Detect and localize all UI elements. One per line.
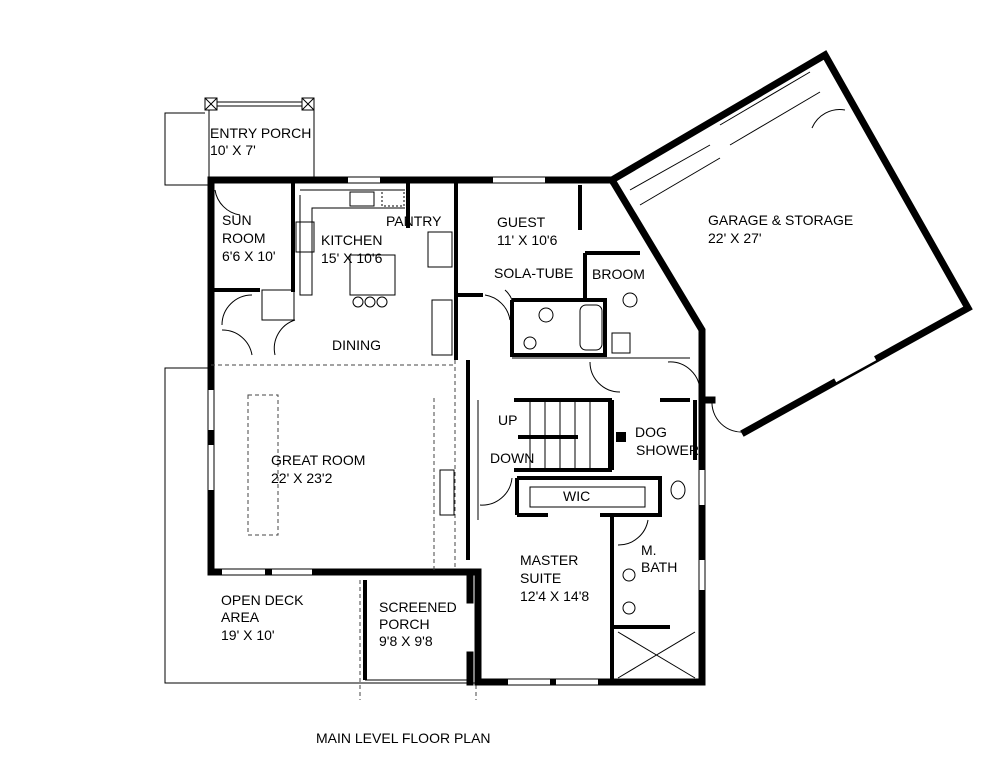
master-suite-label-2: SUITE	[520, 570, 562, 586]
dining-label: DINING	[332, 337, 381, 353]
open-deck-label-2: AREA	[221, 609, 260, 625]
entry-porch-size: 10' X 7'	[210, 142, 256, 158]
wic-label: WIC	[563, 488, 591, 504]
guest-size: 11' X 10'6	[497, 232, 558, 248]
master-bath-label-2: BATH	[641, 559, 678, 575]
pantry-label: PANTRY	[386, 213, 442, 229]
broom-label: BROOM	[592, 266, 645, 282]
sun-room-label: SUN	[222, 212, 252, 228]
garage-walls	[607, 50, 973, 437]
entry-porch-outline	[164, 97, 315, 186]
screened-porch-size: 9'8 X 9'8	[379, 633, 433, 649]
garage-size: 22' X 27'	[708, 230, 762, 246]
deck-outline	[164, 367, 475, 684]
master-suite-size: 12'4 X 14'8	[520, 588, 590, 604]
kitchen-label: KITCHEN	[321, 232, 383, 248]
dog-shower-label: DOG	[635, 424, 667, 440]
open-deck-size: 19' X 10'	[221, 627, 275, 643]
stairs-down-label: DOWN	[490, 450, 535, 466]
sun-room-size: 6'6 X 10'	[222, 248, 276, 264]
dog-shower-label-2: SHOWER	[636, 442, 699, 458]
interior-walls	[211, 180, 701, 682]
great-room-label: GREAT ROOM	[271, 452, 366, 468]
entry-porch-label: ENTRY PORCH	[210, 125, 312, 141]
master-bath-label: M.	[641, 542, 657, 558]
garage-label: GARAGE & STORAGE	[708, 212, 854, 228]
sola-tube-label: SOLA-TUBE	[494, 265, 574, 281]
stairs-up-label: UP	[498, 412, 518, 428]
kitchen-size: 15' X 10'6	[321, 250, 383, 266]
great-room-size: 22' X 23'2	[271, 470, 333, 486]
screened-porch-label-2: PORCH	[379, 616, 430, 632]
sun-room-label-2: ROOM	[222, 230, 266, 246]
plan-title: MAIN LEVEL FLOOR PLAN	[316, 730, 491, 746]
master-suite-label: MASTER	[520, 552, 579, 568]
screened-porch-label: SCREENED	[379, 599, 457, 615]
guest-label: GUEST	[497, 214, 546, 230]
open-deck-label: OPEN DECK	[221, 592, 304, 608]
